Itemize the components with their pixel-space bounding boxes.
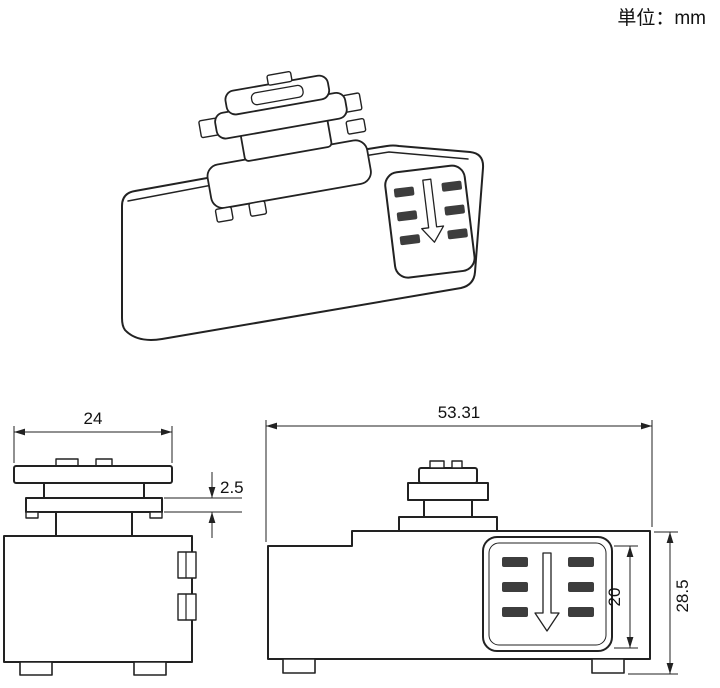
side-clip <box>177 551 197 579</box>
front-foot <box>591 658 625 674</box>
iso-head-tab <box>266 71 293 86</box>
front-head-base <box>398 516 498 532</box>
front-head-top-plate <box>418 467 478 484</box>
dim-label: 20 <box>605 588 624 607</box>
contact-slot <box>441 180 463 192</box>
contact-slot <box>568 582 594 592</box>
contact-slot <box>502 607 528 617</box>
contact-slot <box>568 607 594 617</box>
iso-track-head <box>198 71 372 223</box>
contact-slot <box>396 210 418 222</box>
dim-label: 28.5 <box>673 579 692 612</box>
front-head-neck <box>423 499 473 518</box>
side-view <box>3 458 197 676</box>
dimension-top-width: 24 <box>13 409 173 463</box>
contact-slot <box>502 557 528 567</box>
iso-head-hook <box>214 206 234 223</box>
dimension-total-height: 28.5 <box>628 531 692 675</box>
dimensions: 24 2.5 53.31 20 28.5 <box>13 403 692 675</box>
down-arrow-icon <box>421 178 445 243</box>
dimension-plate-thickness: 2.5 <box>164 472 244 538</box>
down-arrow-icon <box>534 552 560 632</box>
unit-label: 単位：mm <box>617 7 706 29</box>
contact-slot <box>399 234 421 246</box>
side-body <box>3 535 193 663</box>
side-shoulder-tab <box>25 511 39 519</box>
iso-head-latch <box>345 117 367 135</box>
contact-slot <box>568 557 594 567</box>
side-top-plate <box>13 465 173 484</box>
dimension-total-length: 53.31 <box>265 403 653 542</box>
dim-label: 24 <box>84 409 103 428</box>
isometric-view <box>121 71 485 341</box>
contact-slot <box>447 228 468 240</box>
front-view <box>267 460 651 674</box>
contact-slot <box>393 186 415 198</box>
front-head-mid-plate <box>407 482 489 501</box>
dimension-panel-height: 20 <box>605 545 638 649</box>
dim-label: 53.31 <box>438 403 481 422</box>
iso-head-slot <box>250 84 304 106</box>
side-foot <box>133 661 167 676</box>
front-foot <box>282 658 316 674</box>
side-foot <box>19 661 53 676</box>
front-contact-slots <box>502 557 594 617</box>
side-upper-neck <box>43 482 145 499</box>
contact-slot <box>502 582 528 592</box>
front-head-bump <box>429 460 445 469</box>
contact-slot <box>444 204 465 216</box>
front-head-bump <box>451 460 463 469</box>
side-shoulder-tab <box>149 511 163 519</box>
iso-head-hook <box>248 200 268 217</box>
side-lower-neck <box>55 511 133 537</box>
side-shoulder-plate <box>25 497 163 513</box>
iso-contact-slots <box>393 180 468 246</box>
iso-connector-panel <box>384 164 476 279</box>
dim-label: 2.5 <box>220 478 244 497</box>
side-clip <box>177 593 197 621</box>
